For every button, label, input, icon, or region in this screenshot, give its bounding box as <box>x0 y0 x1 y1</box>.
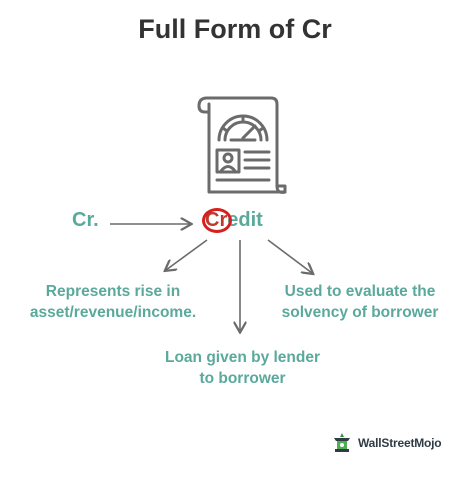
arrow-to-meaning-left <box>166 239 208 270</box>
meaning-left-line-2: asset/revenue/income. <box>29 304 197 321</box>
abbreviation-label: Cr. <box>72 209 99 231</box>
meaning-right-line-1: Used to evaluate the <box>284 283 436 300</box>
meaning-left-line-1: Represents rise in <box>45 283 181 300</box>
credit-report-document-icon <box>197 96 287 194</box>
meaning-bottom-line-2: to borrower <box>199 370 286 387</box>
meaning-left: Represents rise in asset/revenue/income. <box>18 281 208 323</box>
meaning-bottom: Loan given by lender to borrower <box>150 347 335 389</box>
meaning-bottom-line-1: Loan given by lender <box>164 349 321 366</box>
arrow-to-meaning-right <box>267 239 312 273</box>
meaning-right: Used to evaluate the solvency of borrowe… <box>270 281 450 323</box>
highlight-ring <box>202 208 232 233</box>
brand-name: WallStreetMojo <box>358 436 442 450</box>
meaning-right-line-2: solvency of borrower <box>281 304 439 321</box>
remaining-letters: edit <box>227 209 263 231</box>
wallstreetmojo-logo-icon <box>334 433 350 452</box>
page-title: Full Form of Cr <box>138 14 332 44</box>
brand-logo: WallStreetMojo <box>331 432 442 454</box>
